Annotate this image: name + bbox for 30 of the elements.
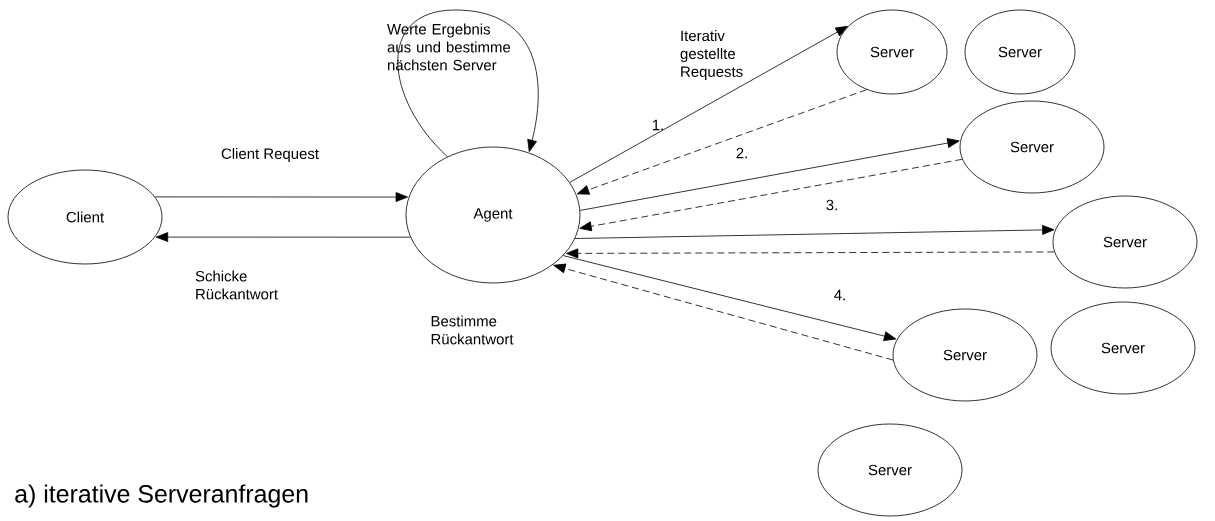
ellipse-node: Server bbox=[836, 9, 948, 95]
arrow bbox=[397, 9, 539, 158]
arrow bbox=[569, 25, 848, 183]
edge-label: Client Request bbox=[221, 148, 319, 162]
arrow bbox=[155, 232, 411, 242]
edge-label: 3. bbox=[826, 199, 837, 211]
ellipse-node: Server bbox=[817, 423, 963, 517]
ellipse-node: Server bbox=[959, 100, 1105, 194]
ellipse-node: Client bbox=[7, 169, 163, 265]
note-label: Iterativ gestellte Requests bbox=[680, 30, 743, 80]
arrow bbox=[154, 192, 408, 202]
edge-label: 2. bbox=[736, 147, 747, 159]
ellipse-node: Server bbox=[964, 9, 1076, 95]
caption: a) iterative Serveranfragen bbox=[15, 484, 308, 508]
ellipse-node: Agent bbox=[405, 146, 581, 284]
arrow bbox=[574, 225, 1055, 239]
ellipse-node: Server bbox=[1050, 301, 1196, 395]
arrow bbox=[579, 158, 963, 232]
arrow bbox=[579, 138, 960, 211]
ellipse-node: Server bbox=[892, 308, 1038, 402]
edge-label: Schicke Rückantwort bbox=[195, 270, 278, 300]
note-label: Bestimme Rückantwort bbox=[431, 315, 514, 345]
edge-label: 1. bbox=[652, 119, 663, 131]
arrow bbox=[553, 263, 894, 361]
arrow bbox=[566, 248, 1055, 259]
arrow bbox=[576, 89, 867, 195]
ellipse-node: Server bbox=[1052, 195, 1198, 289]
edge-label: 4. bbox=[834, 289, 845, 301]
edge-label: Werte Ergebnis aus und bestimme nächsten Server bbox=[387, 23, 511, 71]
arrow bbox=[562, 255, 897, 341]
